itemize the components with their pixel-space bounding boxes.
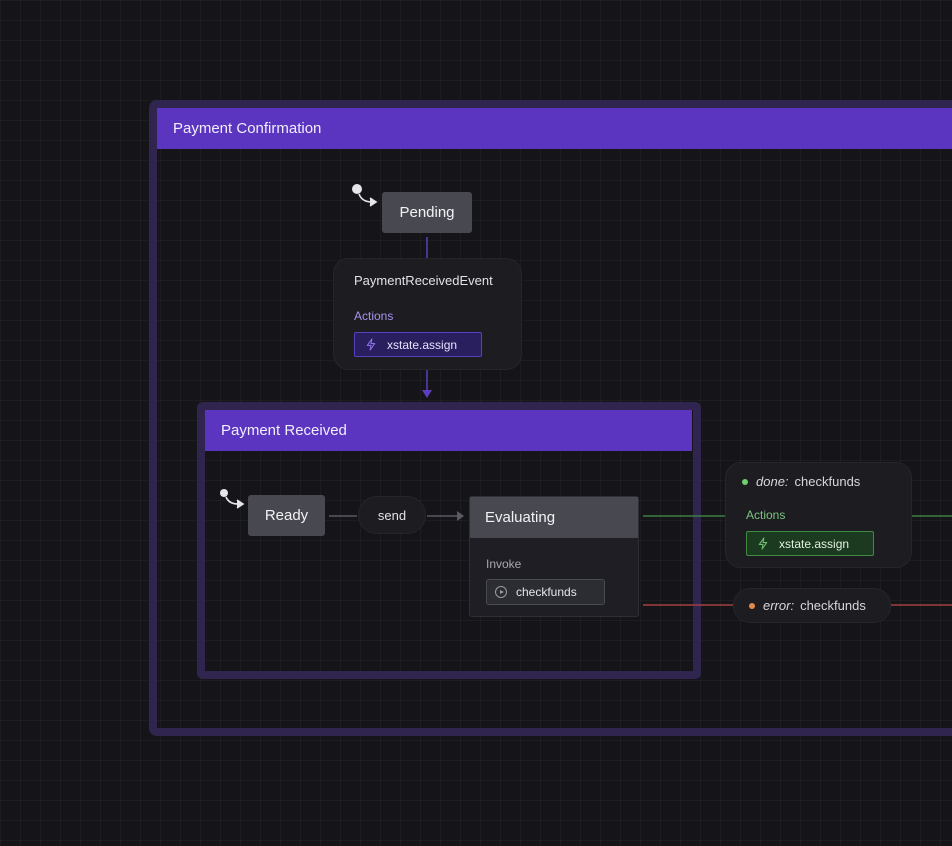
lightning-icon (758, 537, 768, 550)
event-send[interactable]: send (358, 496, 426, 534)
state-evaluating-label: Evaluating (485, 509, 556, 526)
action-chip-done-assign-label: xstate.assign (779, 536, 850, 551)
event-done-name: checkfunds (794, 474, 861, 489)
event-done-kind: done: (756, 474, 789, 489)
action-chip-done-assign[interactable]: xstate.assign (746, 531, 874, 556)
event-payment-received-name: PaymentReceivedEvent (354, 273, 493, 288)
state-ready-label: Ready (264, 507, 309, 524)
state-evaluating[interactable]: Evaluating Invoke checkfunds (469, 496, 639, 617)
error-dot-icon (749, 602, 755, 609)
initial-marker-pending (352, 184, 378, 207)
event-done-actions-label: Actions (746, 508, 786, 522)
initial-marker-ready (220, 489, 245, 509)
state-evaluating-header: Evaluating (470, 497, 638, 538)
event-send-label: send (377, 507, 407, 523)
invoke-service-label: checkfunds (516, 585, 577, 599)
play-circle-icon (495, 586, 507, 598)
done-dot-icon (742, 478, 748, 485)
action-chip-assign[interactable]: xstate.assign (354, 332, 482, 357)
event-payment-received-actions-label: Actions (354, 309, 394, 323)
payment-confirmation-state-border (149, 100, 952, 736)
event-error-checkfunds[interactable]: error: checkfunds (733, 588, 891, 623)
payment-confirmation-title: Payment Confirmation (173, 120, 322, 137)
lightning-icon (366, 338, 376, 351)
payment-received-state-border (197, 402, 701, 679)
state-ready[interactable]: Ready (248, 495, 325, 536)
invoke-label: Invoke (486, 557, 522, 571)
payment-received-header[interactable]: Payment Received (205, 410, 692, 451)
payment-received-title: Payment Received (221, 422, 347, 439)
event-error-name: checkfunds (800, 598, 866, 613)
state-pending[interactable]: Pending (382, 192, 472, 233)
event-done-checkfunds[interactable]: done: checkfunds Actions xstate.assign (725, 462, 912, 568)
event-payment-received[interactable]: PaymentReceivedEvent Actions xstate.assi… (333, 258, 522, 370)
payment-confirmation-header[interactable]: Payment Confirmation (157, 108, 952, 149)
invoke-chip-checkfunds[interactable]: checkfunds (486, 579, 605, 605)
event-error-kind: error: (763, 598, 795, 613)
action-chip-assign-label: xstate.assign (387, 337, 458, 352)
event-done-title: done: checkfunds (742, 474, 860, 489)
state-pending-label: Pending (399, 204, 455, 221)
